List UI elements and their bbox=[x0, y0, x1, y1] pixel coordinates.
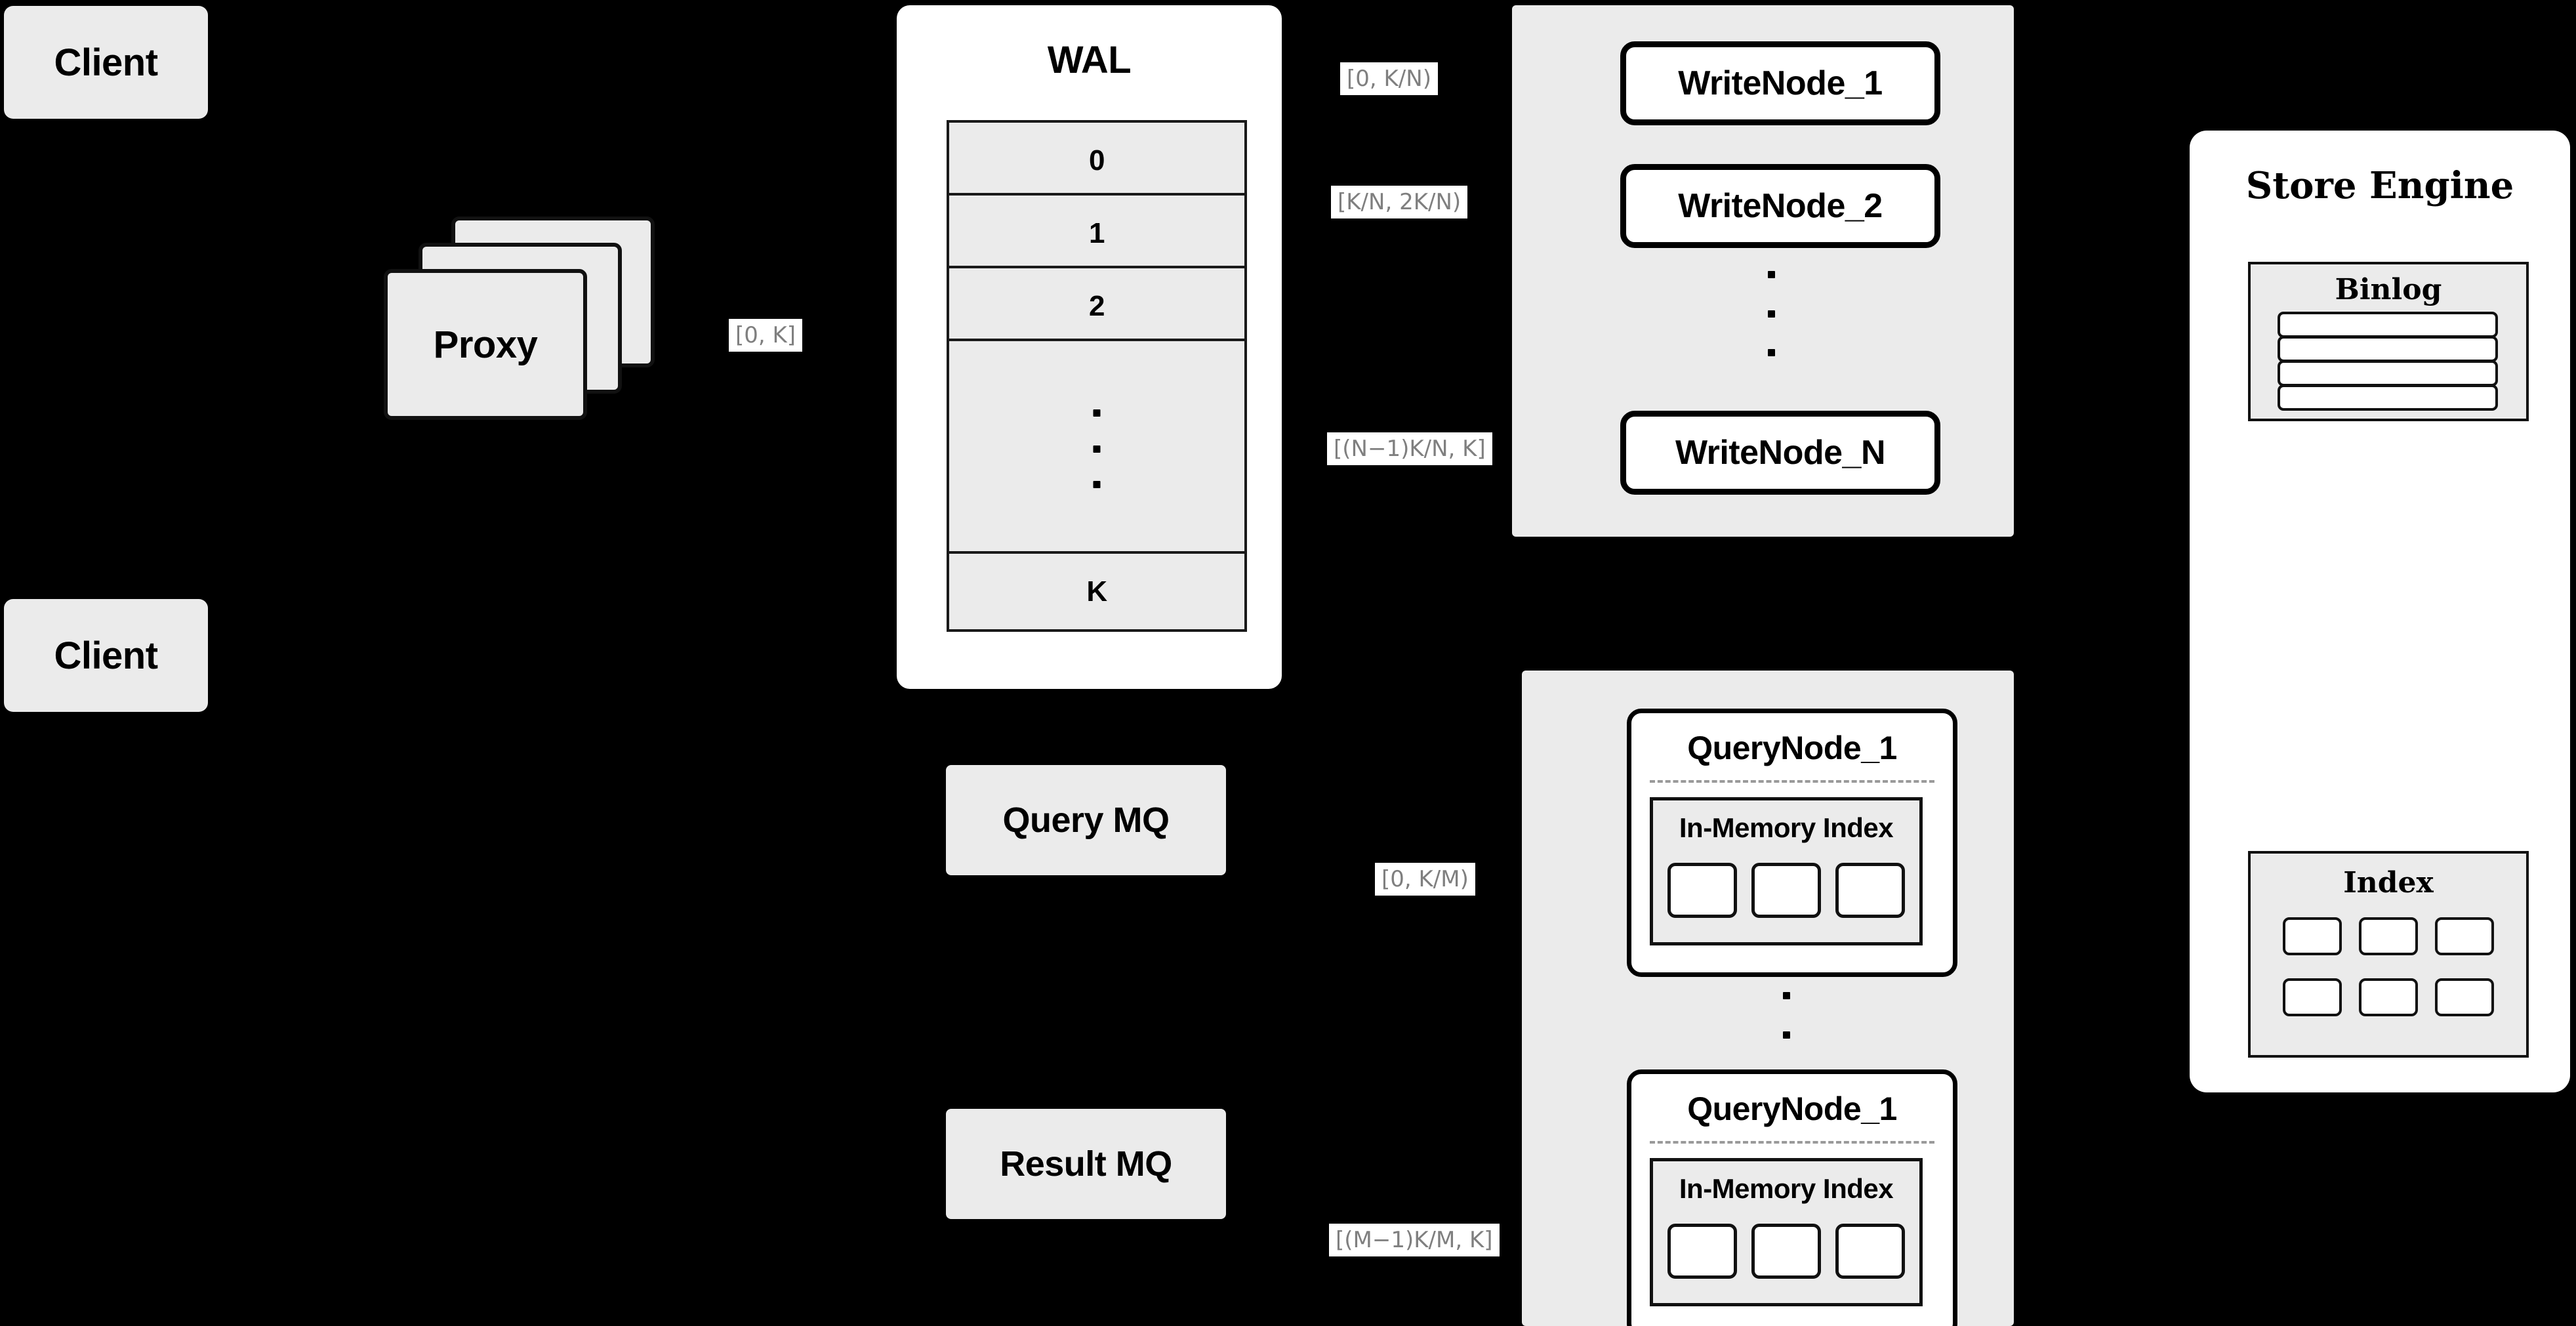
binlog-title: Binlog bbox=[2335, 272, 2442, 306]
store-index-cell bbox=[2283, 978, 2342, 1016]
proxy-label: Proxy bbox=[433, 323, 538, 366]
index-slot bbox=[1751, 1224, 1821, 1279]
write-node-label: WriteNode_N bbox=[1675, 434, 1886, 472]
binlog-row bbox=[2278, 312, 2498, 338]
write-node-label: WriteNode_1 bbox=[1678, 64, 1883, 102]
index-slot-row bbox=[1667, 863, 1905, 918]
index-slot bbox=[1667, 1224, 1737, 1279]
proxy-stack[interactable]: Proxy bbox=[384, 217, 669, 426]
wal-entry: 1 bbox=[947, 193, 1247, 274]
edge-label-writenode-1: [0, K/N) bbox=[1340, 62, 1438, 95]
edge-label-proxy-to-wal: [0, K] bbox=[729, 319, 803, 352]
query-node-divider bbox=[1650, 1141, 1934, 1144]
store-engine-title: Store Engine bbox=[2245, 164, 2514, 207]
write-node-1[interactable]: WriteNode_1 bbox=[1620, 41, 1940, 125]
store-index-cell bbox=[2359, 917, 2418, 955]
query-mq-label: Query MQ bbox=[1002, 800, 1170, 840]
vertical-ellipsis-icon bbox=[1768, 271, 1775, 356]
client-box-1[interactable]: Client bbox=[4, 6, 208, 119]
binlog-row bbox=[2278, 360, 2498, 386]
store-index-cell bbox=[2435, 978, 2494, 1016]
in-memory-index-title: In-Memory Index bbox=[1679, 812, 1894, 843]
binlog-row bbox=[2278, 336, 2498, 362]
query-node-m[interactable]: QueryNode_1 In-Memory Index bbox=[1627, 1069, 1957, 1326]
proxy-stack-layer-1[interactable]: Proxy bbox=[384, 269, 587, 420]
index-slot bbox=[1835, 863, 1905, 918]
edge-label-writenode-n: [(N−1)K/N, K] bbox=[1327, 432, 1492, 465]
in-memory-index-1: In-Memory Index bbox=[1650, 797, 1923, 945]
client-label: Client bbox=[54, 41, 158, 84]
wal-entry: 0 bbox=[947, 120, 1247, 201]
store-index-cell bbox=[2359, 978, 2418, 1016]
query-node-label: QueryNode_1 bbox=[1687, 730, 1897, 766]
edge-label-querynode-m: [(M−1)K/M, K] bbox=[1329, 1224, 1500, 1256]
query-node-label: QueryNode_1 bbox=[1687, 1090, 1897, 1127]
store-engine-panel: Store Engine Binlog Index bbox=[2190, 131, 2570, 1092]
index-slot-row bbox=[1667, 1224, 1905, 1279]
result-mq-label: Result MQ bbox=[1000, 1144, 1172, 1184]
index-slot bbox=[1751, 863, 1821, 918]
write-node-2[interactable]: WriteNode_2 bbox=[1620, 164, 1940, 248]
wal-panel: WAL 0 1 2 K bbox=[897, 5, 1282, 689]
client-box-2[interactable]: Client bbox=[4, 599, 208, 712]
write-node-n[interactable]: WriteNode_N bbox=[1620, 411, 1940, 495]
index-slot bbox=[1835, 1224, 1905, 1279]
vertical-ellipsis-icon bbox=[1783, 992, 1790, 1077]
query-node-divider bbox=[1650, 780, 1934, 783]
wal-entry-list: 0 1 2 K bbox=[947, 120, 1247, 632]
write-node-cluster: WriteNode_1 WriteNode_2 WriteNode_N bbox=[1512, 5, 2014, 537]
write-node-label: WriteNode_2 bbox=[1678, 187, 1883, 225]
store-index-cell bbox=[2283, 917, 2342, 955]
query-mq-box[interactable]: Query MQ bbox=[946, 765, 1226, 875]
store-index-title: Index bbox=[2343, 865, 2434, 900]
query-node-1[interactable]: QueryNode_1 In-Memory Index bbox=[1627, 709, 1957, 977]
vertical-ellipsis-icon bbox=[1093, 409, 1101, 488]
wal-entry: 2 bbox=[947, 266, 1247, 346]
wal-entry: K bbox=[947, 551, 1247, 632]
wal-entry-ellipsis bbox=[947, 339, 1247, 559]
result-mq-box[interactable]: Result MQ bbox=[946, 1109, 1226, 1219]
binlog-box: Binlog bbox=[2248, 262, 2529, 421]
in-memory-index-title: In-Memory Index bbox=[1679, 1173, 1894, 1204]
binlog-row bbox=[2278, 384, 2498, 411]
store-index-cell bbox=[2435, 917, 2494, 955]
store-index-box: Index bbox=[2248, 851, 2529, 1058]
query-node-cluster: QueryNode_1 In-Memory Index QueryNode_1 … bbox=[1522, 671, 2014, 1326]
edge-label-writenode-2: [K/N, 2K/N) bbox=[1331, 186, 1468, 218]
in-memory-index-m: In-Memory Index bbox=[1650, 1158, 1923, 1306]
edge-label-querynode-1: [0, K/M) bbox=[1375, 863, 1475, 896]
client-label: Client bbox=[54, 634, 158, 677]
wal-title: WAL bbox=[1047, 38, 1132, 81]
index-slot bbox=[1667, 863, 1737, 918]
